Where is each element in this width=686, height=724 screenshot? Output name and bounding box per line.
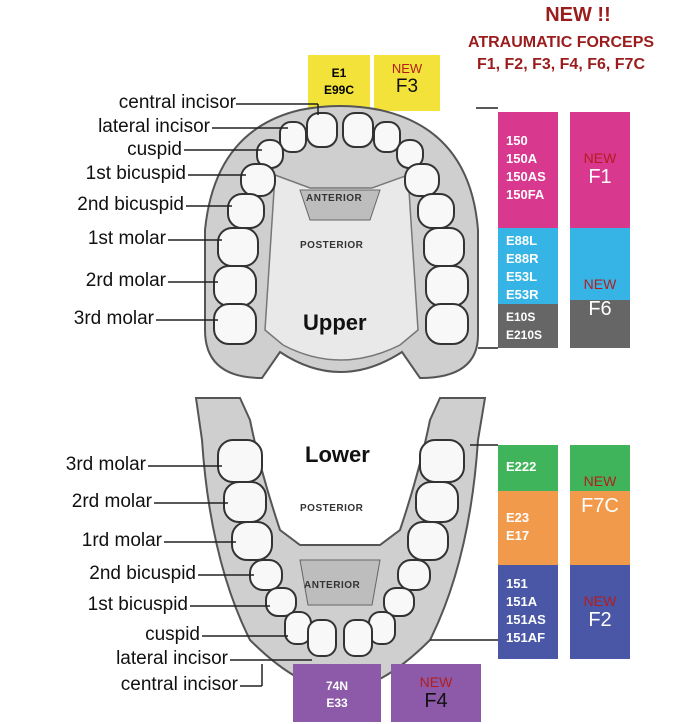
tooth <box>308 620 336 656</box>
upper-label-2nd-bicuspid: 2nd bicuspid <box>0 194 184 216</box>
code-item: 150A <box>506 150 558 168</box>
code-item: E10S <box>506 308 558 326</box>
tooth <box>280 122 306 152</box>
model-label: F4 <box>391 690 481 713</box>
tooth <box>405 164 439 196</box>
code-item: 151 <box>506 575 558 593</box>
new-label: NEW <box>570 276 630 292</box>
new-f6-box: NEW F6 <box>570 228 630 348</box>
tooth <box>218 440 262 482</box>
code-item: 74N <box>293 678 381 695</box>
upper-label-1st-molar: 1st molar <box>20 228 166 250</box>
tooth <box>343 113 373 147</box>
tooth <box>416 482 458 522</box>
new-label: NEW <box>570 473 630 489</box>
code-item: 150FA <box>506 186 558 204</box>
lower-anterior-codes-box: 151 151A 151AS 151AF <box>498 565 558 659</box>
lower-label-2nd-bicuspid: 2nd bicuspid <box>0 563 196 585</box>
code-item: 151AS <box>506 611 558 629</box>
new-f4-box: NEW F4 <box>391 664 481 722</box>
model-label: F1 <box>570 166 630 189</box>
tooth <box>241 164 275 196</box>
tooth <box>384 588 414 616</box>
code-item: E222 <box>506 458 558 476</box>
tooth <box>214 304 256 344</box>
tooth <box>218 228 258 266</box>
lower-anterior-label: ANTERIOR <box>304 580 360 591</box>
model-label: F2 <box>570 609 630 632</box>
upper-label-3rd-molar: 3rd molar <box>10 308 154 330</box>
new-label: NEW <box>570 150 630 166</box>
tooth <box>266 588 296 616</box>
lower-label-cuspid: cuspid <box>0 624 200 646</box>
code-item: 151AF <box>506 629 558 647</box>
tooth <box>408 522 448 560</box>
code-item: 151A <box>506 593 558 611</box>
tooth <box>426 266 468 306</box>
tooth <box>374 122 400 152</box>
model-label: F7C <box>570 495 630 518</box>
lower-label-1st-bicuspid: 1st bicuspid <box>0 594 188 616</box>
tooth <box>344 620 372 656</box>
code-item: E23 <box>506 509 558 527</box>
tooth <box>398 560 430 590</box>
lower-label-3rd-molar: 3rd molar <box>0 454 146 476</box>
upper-anterior-codes-box: 150 150A 150AS 150FA <box>498 112 558 228</box>
code-item: E53L <box>506 268 558 286</box>
lower-label-1rd-molar: 1rd molar <box>0 530 162 552</box>
tooth <box>232 522 272 560</box>
tooth <box>426 304 468 344</box>
lower-third-molar-codes-box: E222 <box>498 445 558 491</box>
lower-posterior-label: POSTERIOR <box>300 503 363 514</box>
upper-label-lateral-incisor: lateral incisor <box>30 116 210 138</box>
lower-label-lateral-incisor: lateral incisor <box>0 648 228 670</box>
new-f7c-box: NEW F7C <box>570 445 630 565</box>
lower-central-codes-box: 74N E33 <box>293 664 381 722</box>
code-item: 150AS <box>506 168 558 186</box>
tooth <box>228 194 264 228</box>
tooth <box>424 228 464 266</box>
lower-label-2rd-molar: 2rd molar <box>0 491 152 513</box>
new-label: NEW <box>391 674 481 690</box>
tooth <box>420 440 464 482</box>
tooth <box>224 482 266 522</box>
new-label: NEW <box>570 593 630 609</box>
model-label: F6 <box>570 298 630 321</box>
tooth <box>307 113 337 147</box>
tooth <box>214 266 256 306</box>
code-item: E210S <box>506 326 558 344</box>
upper-molar-codes-box: E88L E88R E53L E53R <box>498 228 558 304</box>
lower-molar-codes-box: E23 E17 <box>498 491 558 565</box>
code-item: E33 <box>293 695 381 712</box>
tooth <box>418 194 454 228</box>
new-f2-box: NEW F2 <box>570 565 630 659</box>
upper-label-cuspid: cuspid <box>60 139 182 161</box>
code-item: 150 <box>506 132 558 150</box>
upper-title: Upper <box>303 310 367 336</box>
upper-anterior-label: ANTERIOR <box>306 193 362 204</box>
code-item: E17 <box>506 527 558 545</box>
upper-label-2rd-molar: 2rd molar <box>20 270 166 292</box>
lower-title: Lower <box>305 442 370 468</box>
code-item: E88L <box>506 232 558 250</box>
upper-posterior-label: POSTERIOR <box>300 240 363 251</box>
new-f1-box: NEW F1 <box>570 112 630 228</box>
code-item: E88R <box>506 250 558 268</box>
code-item: E53R <box>506 286 558 304</box>
upper-label-1st-bicuspid: 1st bicuspid <box>10 163 186 185</box>
upper-third-molar-codes-box: E10S E210S <box>498 304 558 348</box>
lower-label-central-incisor: central incisor <box>0 674 238 696</box>
upper-label-central-incisor: central incisor <box>60 92 236 114</box>
tooth <box>250 560 282 590</box>
